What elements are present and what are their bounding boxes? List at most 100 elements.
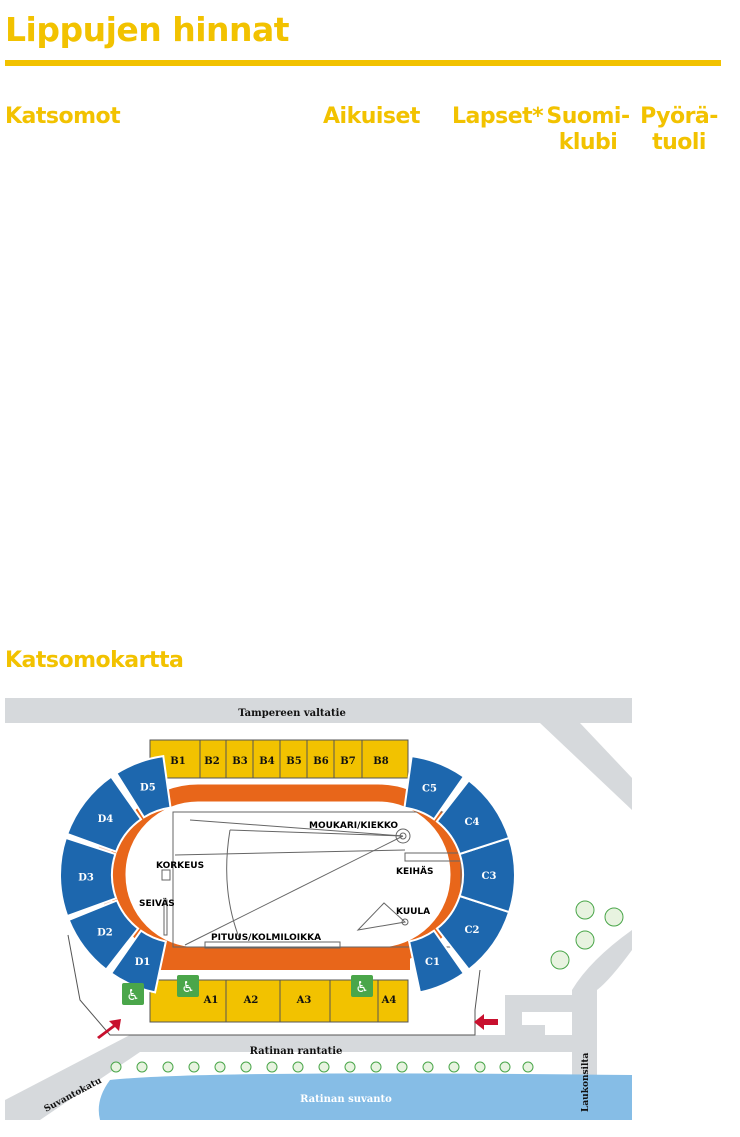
stand-c1 (407, 929, 466, 994)
hammer-circle (395, 828, 411, 844)
road-label-bottom: Ratinan rantatie (250, 1046, 343, 1057)
shot-circle (401, 918, 409, 926)
tree-icon (344, 1061, 356, 1073)
wheelchair-icon: ♿ (122, 983, 144, 1005)
sector-line-3 (184, 835, 404, 946)
event-label-pole-vault: SEIVÄS (139, 898, 175, 909)
column-header-wheelchair-line2: tuoli (652, 130, 706, 155)
javelin-runway (174, 849, 406, 856)
stand-label-a2: A2 (243, 995, 259, 1006)
hammer-circle-inner (399, 832, 407, 840)
wheelchair-icon: ♿ (177, 975, 199, 997)
field-lines (161, 811, 466, 949)
arc-1 (226, 829, 241, 941)
tree-icon (550, 950, 570, 970)
straight-track (135, 952, 410, 970)
stand-c3 (458, 836, 516, 914)
stand-label-c4: C4 (465, 817, 480, 828)
water-label: Ratinan suvanto (300, 1094, 392, 1105)
pole-vault-runway (163, 899, 168, 936)
stand-d2 (67, 899, 140, 971)
tree-icon (522, 1061, 534, 1073)
entrance-arrow-icon (474, 1014, 498, 1030)
stand-label-c1: C1 (425, 957, 440, 968)
event-label-shot-put: KUULA (396, 907, 430, 917)
stand-label-d2: D2 (97, 928, 113, 939)
stand-label-c3: C3 (482, 871, 497, 882)
shot-sector (356, 902, 407, 931)
stand-label-d4: D4 (98, 814, 114, 825)
tree-icon (110, 1061, 122, 1073)
stand-d5 (115, 755, 172, 819)
stand-label-a4: A4 (381, 995, 397, 1006)
svg-text:♿: ♿ (181, 978, 194, 996)
road-ratinan-rantatie (5, 1035, 575, 1120)
tree-icon (292, 1061, 304, 1073)
column-header-club-line1: Suomi- (546, 104, 630, 129)
tree-icon (136, 1061, 148, 1073)
page-title: Lippujen hinnat (5, 10, 290, 49)
stand-label-b7: B7 (340, 756, 355, 767)
tree-icon (188, 1061, 200, 1073)
stadium-outline (67, 934, 481, 1036)
tree-icon (162, 1061, 174, 1073)
stand-d3 (59, 836, 118, 918)
stand-label-c2: C2 (465, 925, 480, 936)
stand-label-d1: D1 (135, 957, 151, 968)
stand-label-b5: B5 (286, 756, 301, 767)
stand-b-block (149, 739, 409, 779)
event-label-high-jump: KORKEUS (156, 861, 204, 871)
stand-label-b2: B2 (204, 756, 219, 767)
stand-c4 (435, 779, 511, 856)
water-ratinan-suvanto (98, 1073, 632, 1120)
sector-line-2 (229, 829, 404, 837)
stand-c5 (403, 755, 466, 821)
column-header-wheelchair-line1: Pyörä- (640, 104, 718, 129)
column-header-stands: Katsomot (5, 104, 121, 129)
column-header-children: Lapset* (452, 104, 544, 129)
tree-icon (396, 1061, 408, 1073)
stand-label-b3: B3 (232, 756, 247, 767)
stand-c2 (435, 894, 511, 971)
road-laukonsilta (572, 930, 632, 1120)
event-label-long-jump: PITUUS/KOLMILOIKKA (211, 933, 321, 943)
tree-icon (499, 1061, 511, 1073)
road-bend (505, 995, 580, 1040)
road-tampereen-valtatie (5, 698, 632, 723)
road-northeast (540, 723, 632, 810)
stand-label-c5: C5 (422, 784, 437, 795)
high-jump-pit (161, 869, 171, 881)
stand-label-b6: B6 (313, 756, 328, 767)
tree-icon (575, 930, 595, 950)
stand-label-b1: B1 (170, 756, 185, 767)
road-label-right: Laukonsilta (581, 1052, 591, 1112)
svg-text:♿: ♿ (355, 978, 368, 996)
event-label-javelin: KEIHÄS (396, 866, 433, 877)
stand-label-d3: D3 (78, 873, 94, 884)
tree-icon (474, 1061, 486, 1073)
tree-icon (266, 1061, 278, 1073)
stand-label-b4: B4 (259, 756, 274, 767)
tree-icon (422, 1061, 434, 1073)
column-header-wheelchair: Pyörä- tuoli (640, 104, 718, 156)
event-label-hammer: MOUKARI/KIEKKO (309, 821, 398, 831)
tree-icon (214, 1061, 226, 1073)
title-divider (5, 60, 721, 66)
stand-label-b8: B8 (373, 756, 388, 767)
column-header-adults: Aikuiset (323, 104, 420, 129)
tree-icon (604, 907, 624, 927)
svg-text:♿: ♿ (126, 986, 139, 1004)
stand-d4 (65, 775, 143, 854)
long-jump-runway (204, 941, 341, 949)
column-header-club-line2: klubi (558, 130, 618, 155)
entrance-arrow-icon (97, 1019, 121, 1039)
column-header-club: Suomi- klubi (545, 104, 631, 156)
tree-icon (240, 1061, 252, 1073)
stand-label-d5: D5 (140, 783, 156, 794)
stand-label-a3: A3 (296, 995, 312, 1006)
road-label-top: Tampereen valtatie (238, 708, 346, 719)
tree-icon (575, 900, 595, 920)
tree-icon (370, 1061, 382, 1073)
tree-icon (448, 1061, 460, 1073)
